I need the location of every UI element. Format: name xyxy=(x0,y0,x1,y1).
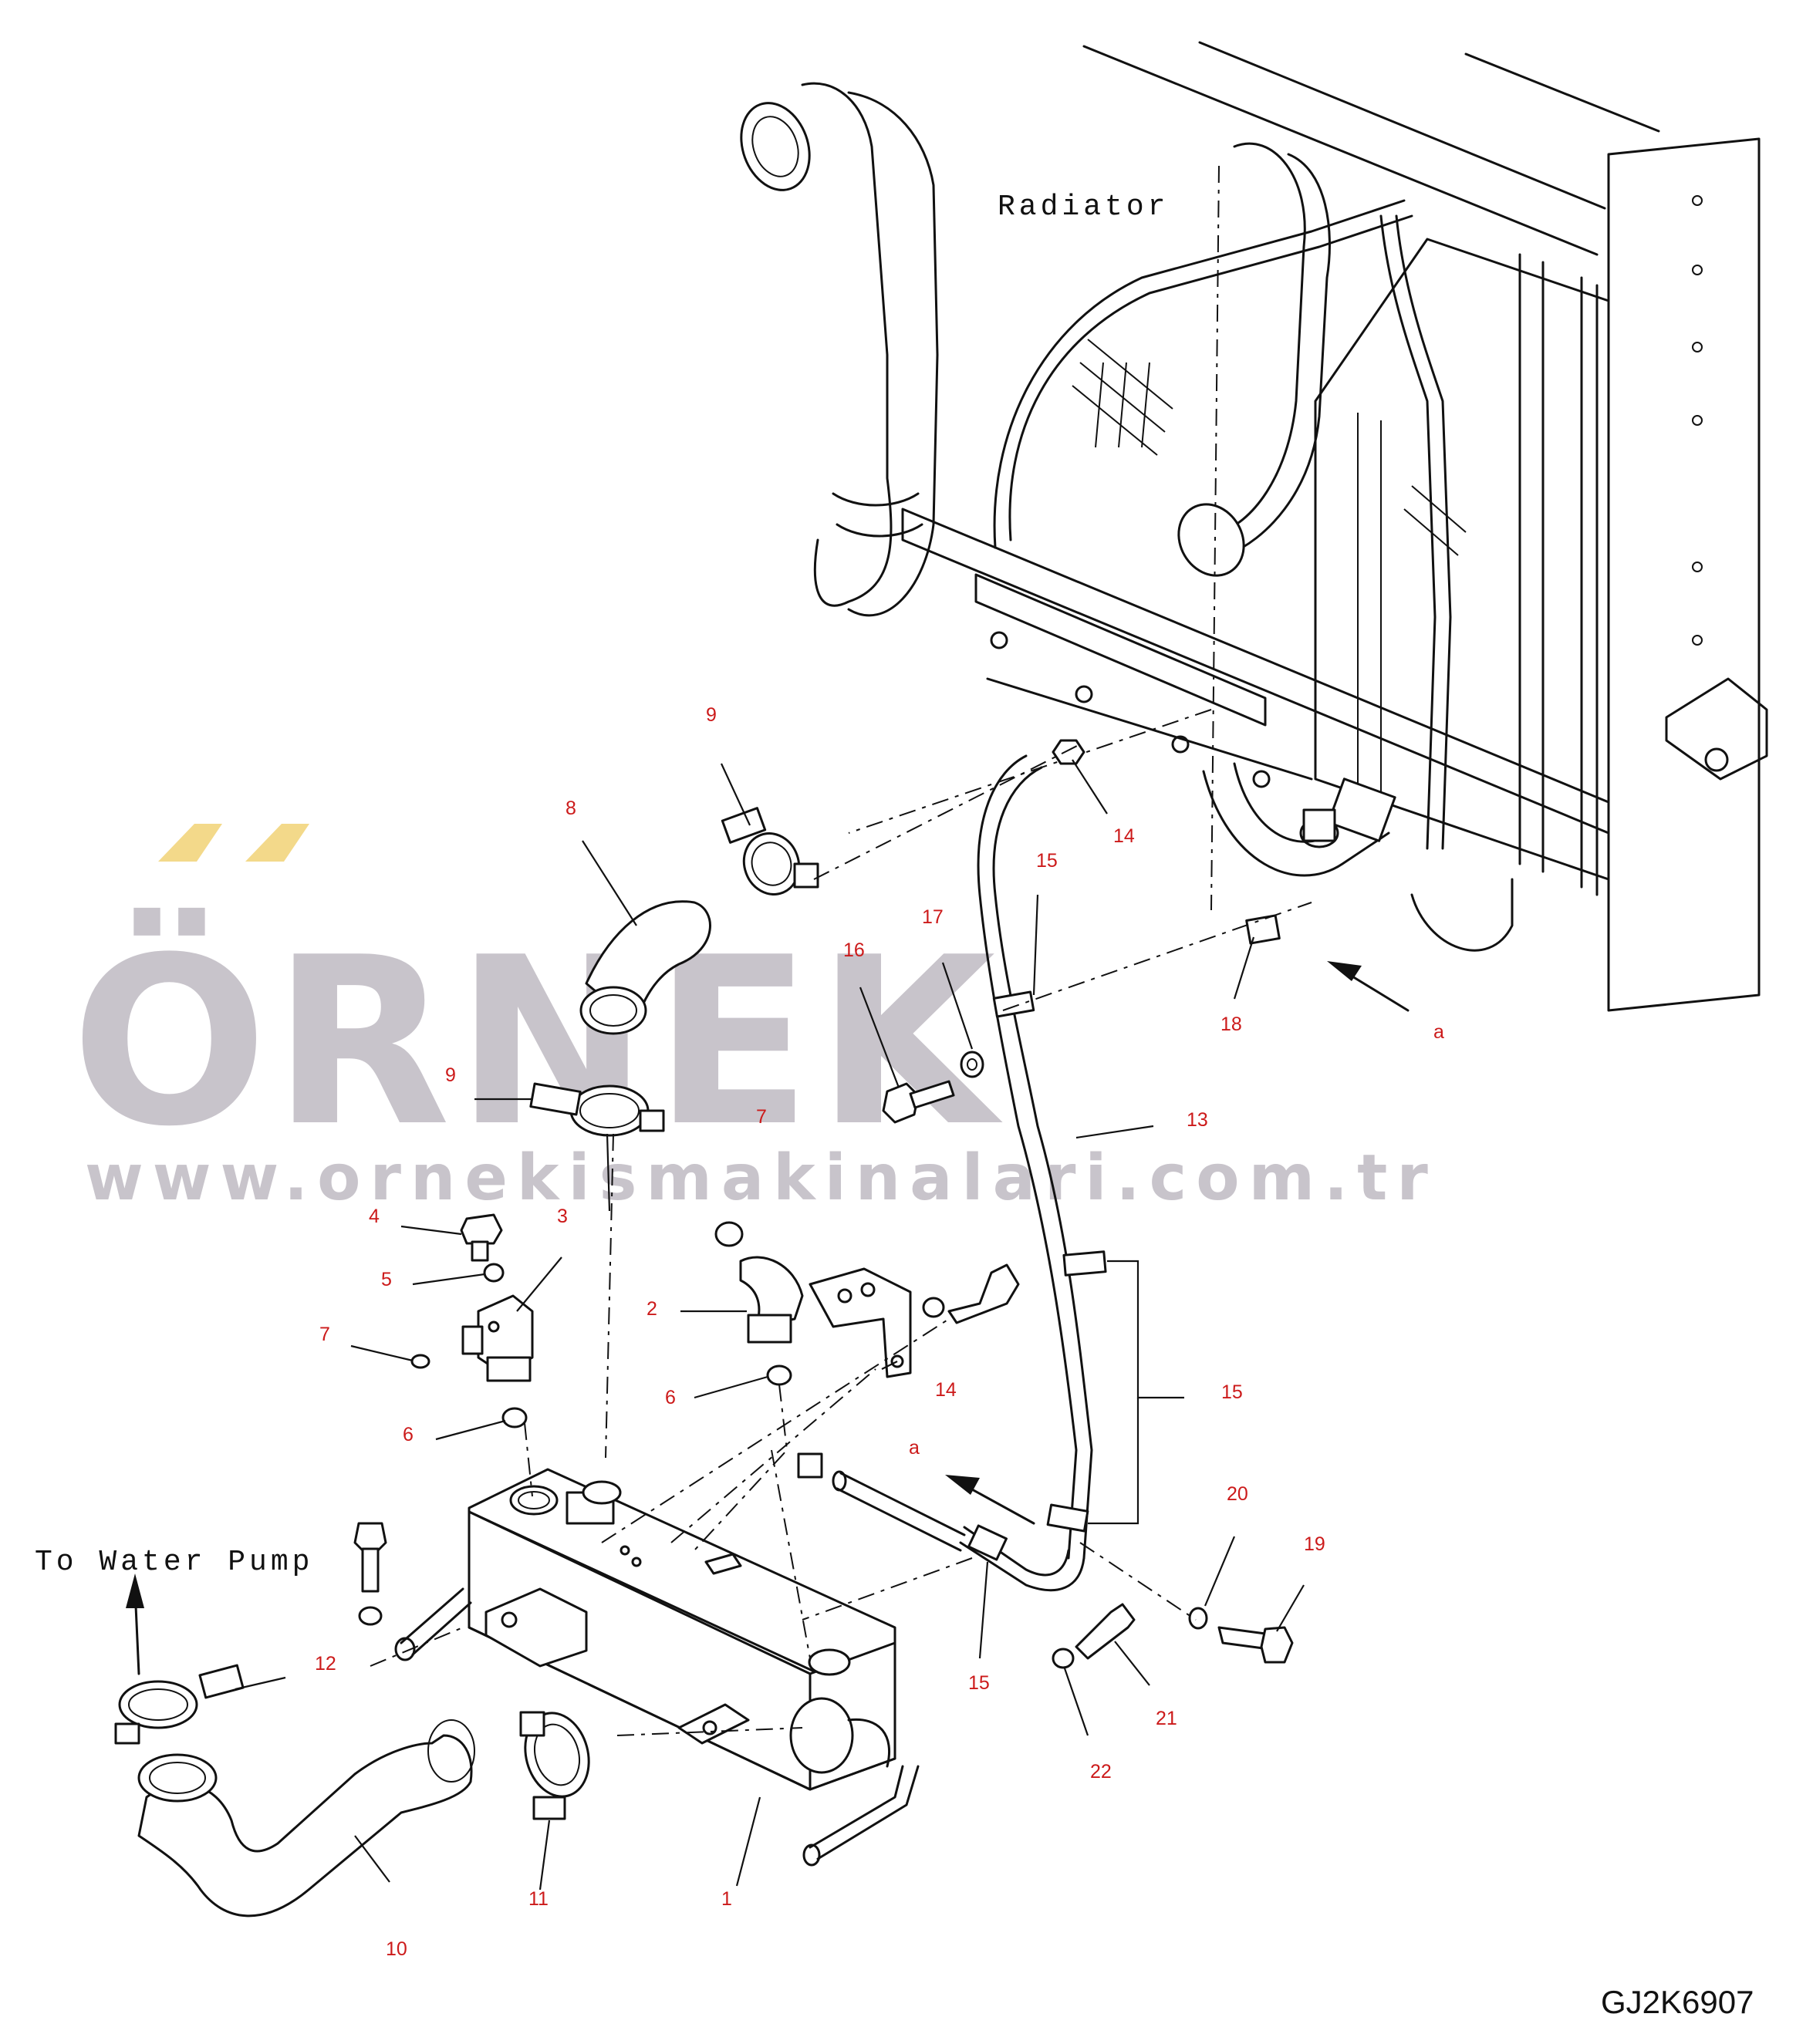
callout-14: 14 xyxy=(935,1379,957,1401)
callout-12: 12 xyxy=(315,1653,336,1675)
callouts: 9 8 14 15 17 16 18 a 9 13 7 4 3 5 2 7 14… xyxy=(315,704,1444,1960)
callout-6: 6 xyxy=(403,1424,414,1445)
callout-16: 16 xyxy=(843,939,865,961)
callout-7: 7 xyxy=(319,1324,330,1345)
callout-13: 13 xyxy=(1187,1109,1208,1131)
radiator-label: Radiator xyxy=(998,191,1169,224)
arrow-to-water-pump-head xyxy=(126,1573,144,1608)
callout-20: 20 xyxy=(1227,1483,1248,1505)
watermark-url: www.ornekismakinalari.com.tr xyxy=(85,1142,1437,1215)
callout-9: 9 xyxy=(706,704,717,726)
callout-18: 18 xyxy=(1220,1014,1242,1035)
radiator-core xyxy=(1314,238,1610,881)
radiator-assembly xyxy=(740,41,1768,1012)
callout-17: 17 xyxy=(922,906,944,928)
hose-10 xyxy=(137,1719,475,1918)
callout-22: 22 xyxy=(1090,1761,1112,1783)
radiator-side-frame xyxy=(1607,137,1761,1012)
callout-21: 21 xyxy=(1156,1708,1177,1729)
callout-14: 14 xyxy=(1113,825,1135,847)
callout-a: a xyxy=(1433,1021,1444,1043)
alignment-lines xyxy=(370,744,1312,1736)
callout-8: 8 xyxy=(566,798,576,819)
callout-15: 15 xyxy=(968,1672,990,1694)
to-water-pump-label: To Water Pump xyxy=(35,1546,313,1579)
watermark: ÖRNEK www.ornekismakinalari.com.tr xyxy=(71,824,1437,1215)
drawing-code: GJ2K6907 xyxy=(1601,1984,1754,2020)
small-parts xyxy=(114,739,1294,1820)
watermark-brand: ÖRNEK xyxy=(71,906,1004,1177)
callout-5: 5 xyxy=(381,1269,392,1290)
reservoir-tank-1 xyxy=(394,1468,920,1867)
callout-19: 19 xyxy=(1304,1533,1325,1555)
frame-holes xyxy=(1692,195,1703,646)
callout-15: 15 xyxy=(1221,1381,1243,1403)
callout-4: 4 xyxy=(369,1206,380,1227)
callout-7: 7 xyxy=(756,1106,767,1128)
callout-2: 2 xyxy=(647,1298,657,1320)
callout-1: 1 xyxy=(721,1888,732,1910)
watermark-accent-right xyxy=(245,824,309,862)
callout-6: 6 xyxy=(665,1387,676,1408)
watermark-accent-left xyxy=(158,824,222,862)
callout-a: a xyxy=(909,1437,920,1459)
coolant-tube-13 xyxy=(832,754,1107,1592)
leader-lines xyxy=(235,759,1305,1891)
callout-10: 10 xyxy=(386,1938,407,1960)
callout-11: 11 xyxy=(528,1888,549,1910)
hose-8-assembly xyxy=(529,807,819,1137)
callout-9: 9 xyxy=(445,1064,456,1086)
callout-3: 3 xyxy=(557,1206,568,1227)
callout-15: 15 xyxy=(1036,850,1058,872)
